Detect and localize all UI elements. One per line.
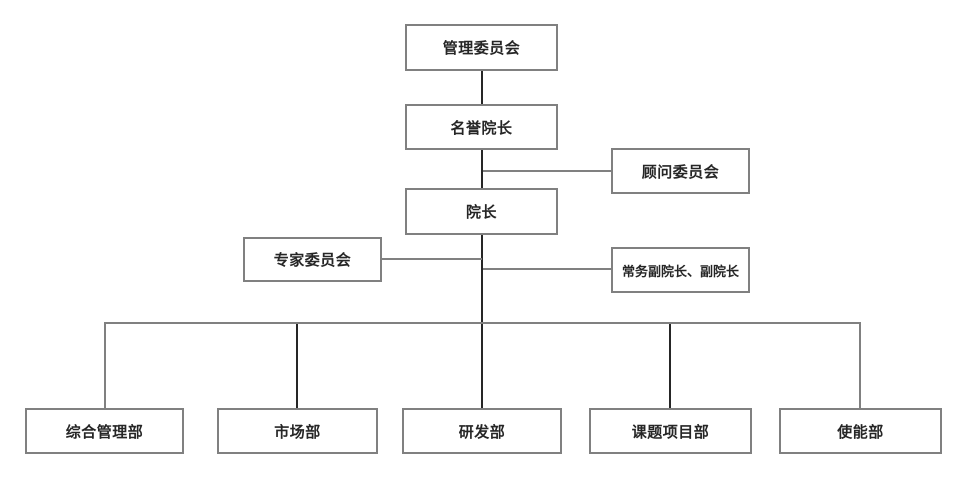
node-marketing-dept-label: 市场部: [274, 423, 321, 441]
node-dean-label: 院长: [465, 204, 497, 221]
node-honorary-dean-label: 名誉院长: [450, 119, 513, 137]
node-rnd-dept: 研发部: [402, 408, 562, 454]
node-general-management-dept: 综合管理部: [25, 408, 184, 454]
node-enablement-dept: 使能部: [779, 408, 942, 454]
connector-advisory-link: [483, 170, 611, 172]
node-marketing-dept: 市场部: [217, 408, 378, 454]
node-project-dept: 课题项目部: [589, 408, 752, 454]
connector-drop-project: [669, 322, 671, 408]
connector-drop-general-management: [104, 322, 106, 408]
connector-departments-bus: [104, 322, 861, 324]
node-rnd-dept-label: 研发部: [458, 423, 506, 441]
connector-management-to-honorary: [481, 71, 483, 104]
node-enablement-dept-label: 使能部: [837, 423, 884, 441]
connector-honorary-to-dean: [481, 150, 483, 188]
connector-drop-marketing: [296, 322, 298, 408]
connector-vice-deans-link: [483, 268, 611, 270]
connector-expert-link: [382, 258, 482, 260]
node-expert-committee: 专家委员会: [243, 237, 382, 282]
node-management-committee: 管理委员会: [405, 24, 558, 71]
node-expert-committee-label: 专家委员会: [273, 252, 352, 269]
node-advisory-committee-label: 顾问委员会: [641, 163, 720, 181]
node-honorary-dean: 名誉院长: [405, 104, 558, 150]
node-general-management-dept-label: 综合管理部: [65, 423, 144, 441]
node-management-committee-label: 管理委员会: [442, 40, 521, 57]
node-vice-deans-label: 常务副院长、副院长: [621, 263, 739, 279]
connector-drop-enablement: [859, 322, 861, 408]
node-dean: 院长: [405, 188, 558, 235]
connector-dean-spine: [481, 235, 483, 408]
node-advisory-committee: 顾问委员会: [611, 148, 750, 194]
node-vice-deans: 常务副院长、副院长: [611, 247, 750, 293]
node-project-dept-label: 课题项目部: [631, 423, 710, 441]
